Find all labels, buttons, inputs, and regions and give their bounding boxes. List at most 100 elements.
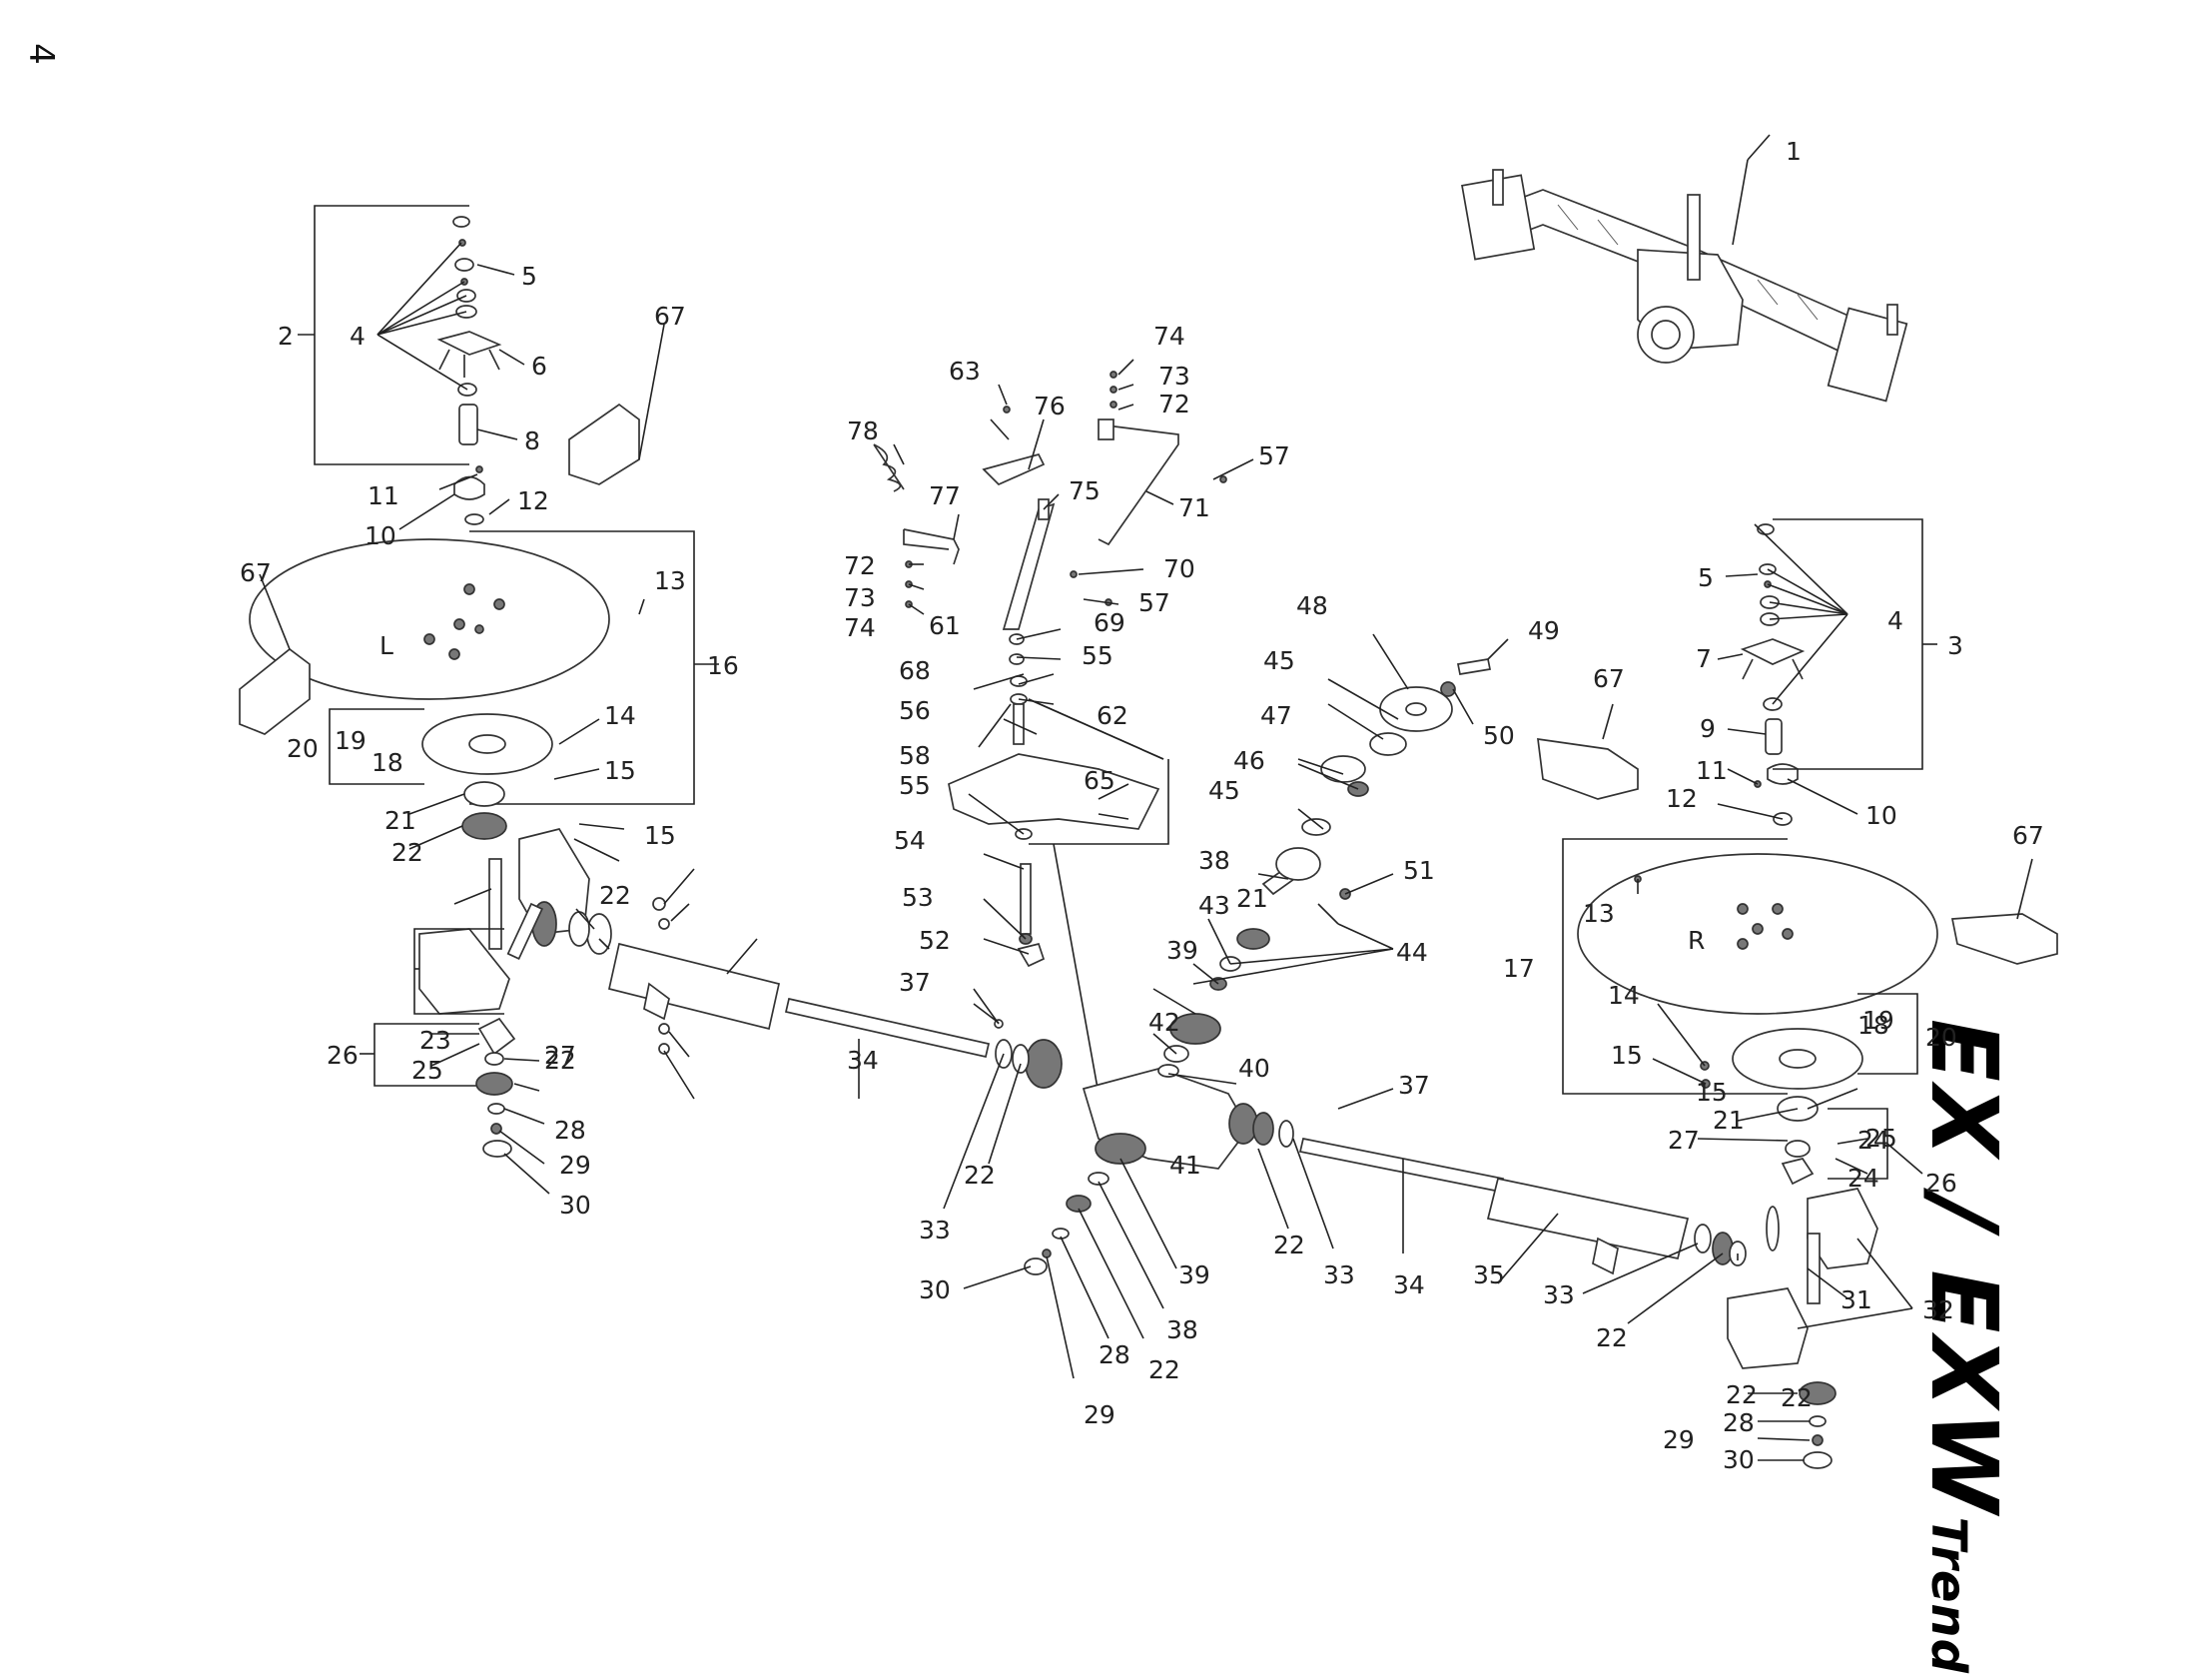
label: 28 <box>1723 1408 1755 1437</box>
lever-icon <box>1002 502 1056 630</box>
label: 29 <box>559 1151 591 1180</box>
guard-icon <box>1537 738 1639 800</box>
label: 52 <box>919 926 951 955</box>
tine-holder-icon <box>436 331 502 378</box>
label: 12 <box>517 486 549 515</box>
label: 34 <box>1393 1270 1425 1299</box>
label: 13 <box>1583 899 1615 928</box>
label: 78 <box>847 417 879 445</box>
disc-icon: L <box>249 538 610 700</box>
label: 30 <box>1723 1445 1755 1474</box>
label: 21 <box>1713 1106 1745 1135</box>
model-variant: Trend <box>1920 1516 1976 1674</box>
label: 15 <box>1611 1041 1643 1070</box>
label: 35 <box>1473 1260 1505 1289</box>
label: 25 <box>1865 1124 1897 1153</box>
axle-icon <box>1461 169 1908 403</box>
label: 4 <box>1887 606 1903 635</box>
label: 71 <box>1178 493 1210 522</box>
label: 55 <box>1082 641 1113 670</box>
label: 56 <box>899 696 931 725</box>
label: 44 <box>1396 938 1428 967</box>
label: 10 <box>1865 801 1897 830</box>
label: 72 <box>844 551 876 580</box>
label: 30 <box>559 1191 591 1220</box>
hub-icon <box>453 475 485 500</box>
label: 70 <box>1163 554 1195 583</box>
label: 42 <box>1148 1008 1180 1037</box>
label: 67 <box>240 558 272 587</box>
label: 45 <box>1208 776 1240 805</box>
part-labels: 1 2 3 4 4 5 5 6 7 8 9 10 10 11 11 12 12 … <box>240 137 2044 1474</box>
label: 33 <box>1323 1260 1355 1289</box>
label: 34 <box>847 1046 879 1075</box>
disc-mark-right: R <box>1688 926 1705 955</box>
label: 33 <box>919 1216 951 1245</box>
label: 22 <box>599 881 631 910</box>
leader-lines <box>259 134 2033 1461</box>
shaft-icon <box>458 404 478 445</box>
label: 43 <box>1198 891 1230 920</box>
label: 76 <box>1034 392 1066 420</box>
spring-icon <box>873 443 905 492</box>
label: 22 <box>391 838 423 867</box>
label: 72 <box>1158 390 1190 418</box>
label: 37 <box>899 968 931 997</box>
label: 67 <box>654 302 686 331</box>
label: 20 <box>1925 1023 1957 1052</box>
label: 22 <box>964 1161 996 1190</box>
shaft-icon <box>1020 863 1032 935</box>
label: 4 <box>350 322 366 351</box>
label: 57 <box>1138 588 1170 617</box>
right-rotor-stack <box>1740 523 1806 826</box>
label: 6 <box>531 352 547 381</box>
label: 30 <box>919 1275 951 1304</box>
label: 11 <box>368 481 399 510</box>
label: 77 <box>929 481 961 510</box>
guard-icon <box>568 403 640 485</box>
label: 26 <box>1925 1169 1957 1198</box>
label: 67 <box>1593 664 1625 693</box>
label: 12 <box>1666 784 1698 813</box>
label: 73 <box>844 583 876 612</box>
label: 33 <box>1543 1280 1575 1309</box>
label: 25 <box>411 1056 443 1085</box>
label: 62 <box>1097 701 1128 730</box>
label: 14 <box>604 701 636 730</box>
label: 38 <box>1166 1315 1198 1344</box>
label: 22 <box>544 1046 576 1075</box>
label: 18 <box>1857 1011 1889 1040</box>
shaft-icon <box>784 997 991 1059</box>
label: 75 <box>1069 476 1101 505</box>
label: 41 <box>1169 1151 1201 1180</box>
shaft-icon <box>1298 1138 1505 1193</box>
tine-holder-icon <box>1740 638 1806 680</box>
label: 23 <box>419 1026 451 1055</box>
disc-mark-left: L <box>379 631 393 660</box>
label: 39 <box>1166 936 1198 965</box>
label: 18 <box>371 748 403 777</box>
label: 37 <box>1398 1071 1430 1100</box>
exploded-parts-diagram: L <box>239 134 2058 1474</box>
label: 22 <box>1273 1231 1305 1259</box>
gear-icon <box>1095 1133 1146 1165</box>
lever-icon <box>982 452 1046 486</box>
label: 27 <box>544 1041 576 1070</box>
label: 51 <box>1403 856 1435 885</box>
tube-icon <box>1486 1177 1747 1275</box>
label: 58 <box>899 741 931 770</box>
disc-icon: R <box>1577 853 1938 1015</box>
label: 24 <box>1847 1164 1879 1193</box>
left-rotor-stack <box>436 216 502 525</box>
label: 9 <box>1700 714 1716 743</box>
label: 26 <box>327 1041 359 1070</box>
label: 21 <box>1236 884 1268 913</box>
label: 22 <box>1726 1380 1758 1409</box>
label: 45 <box>1263 646 1295 675</box>
label: 50 <box>1483 721 1515 750</box>
label: 47 <box>1260 701 1292 730</box>
label: 11 <box>1696 756 1728 785</box>
label: 15 <box>644 821 676 850</box>
label: 19 <box>335 726 367 755</box>
label: 53 <box>902 883 934 912</box>
